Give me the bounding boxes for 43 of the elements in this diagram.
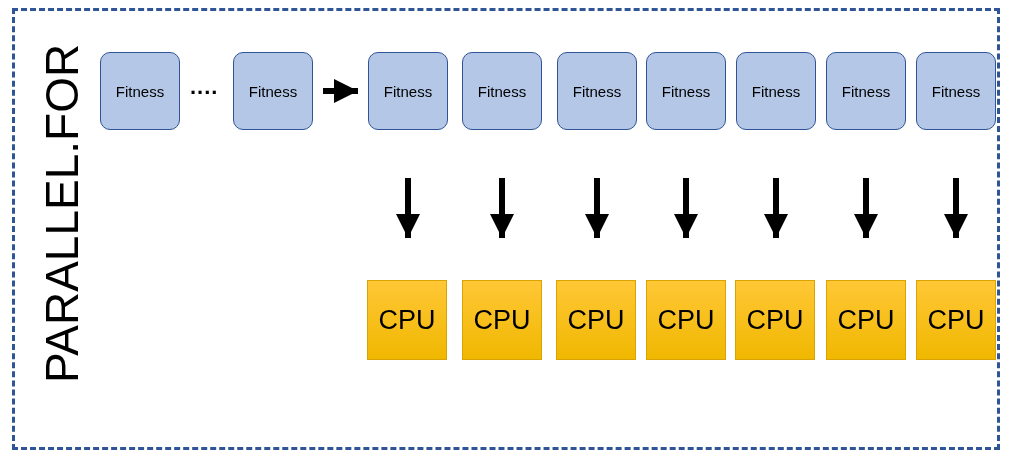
fitness-box bbox=[368, 52, 448, 130]
dashed-frame bbox=[12, 8, 1000, 450]
task-label: Fitness bbox=[383, 82, 433, 100]
cpu-box bbox=[735, 280, 815, 360]
cpu-box bbox=[646, 280, 726, 360]
fitness-box bbox=[736, 52, 816, 130]
task-label: Fitness bbox=[248, 82, 298, 100]
arrow bbox=[944, 178, 968, 238]
cpu-box bbox=[826, 280, 906, 360]
processor-label: CPU bbox=[837, 304, 895, 336]
cpu-box bbox=[556, 280, 636, 360]
arrow bbox=[396, 178, 420, 238]
arrow bbox=[674, 178, 698, 238]
fitness-box bbox=[826, 52, 906, 130]
fitness-box bbox=[557, 52, 637, 130]
arrow bbox=[490, 178, 514, 238]
cpu-box bbox=[462, 280, 542, 360]
arrow bbox=[764, 178, 788, 238]
task-label: Fitness bbox=[751, 82, 801, 100]
processor-label: CPU bbox=[567, 304, 625, 336]
fitness-box bbox=[462, 52, 542, 130]
task-label: Fitness bbox=[661, 82, 711, 100]
task-label: Fitness bbox=[841, 82, 891, 100]
task-label: Fitness bbox=[572, 82, 622, 100]
cpu-box bbox=[367, 280, 447, 360]
cpu-box bbox=[916, 280, 996, 360]
fitness-box bbox=[916, 52, 996, 130]
fitness-box bbox=[233, 52, 313, 130]
processor-label: CPU bbox=[746, 304, 804, 336]
fitness-box bbox=[646, 52, 726, 130]
loop-title: PARALLEL.FOR bbox=[35, 43, 89, 383]
processor-label: CPU bbox=[927, 304, 985, 336]
processor-label: CPU bbox=[657, 304, 715, 336]
arrow bbox=[854, 178, 878, 238]
task-label: Fitness bbox=[931, 82, 981, 100]
processor-label: CPU bbox=[378, 304, 436, 336]
task-label: Fitness bbox=[115, 82, 165, 100]
processor-label: CPU bbox=[473, 304, 531, 336]
fitness-box bbox=[100, 52, 180, 130]
arrow bbox=[323, 79, 358, 103]
arrow bbox=[585, 178, 609, 238]
ellipsis: .... bbox=[190, 74, 219, 100]
task-label: Fitness bbox=[477, 82, 527, 100]
